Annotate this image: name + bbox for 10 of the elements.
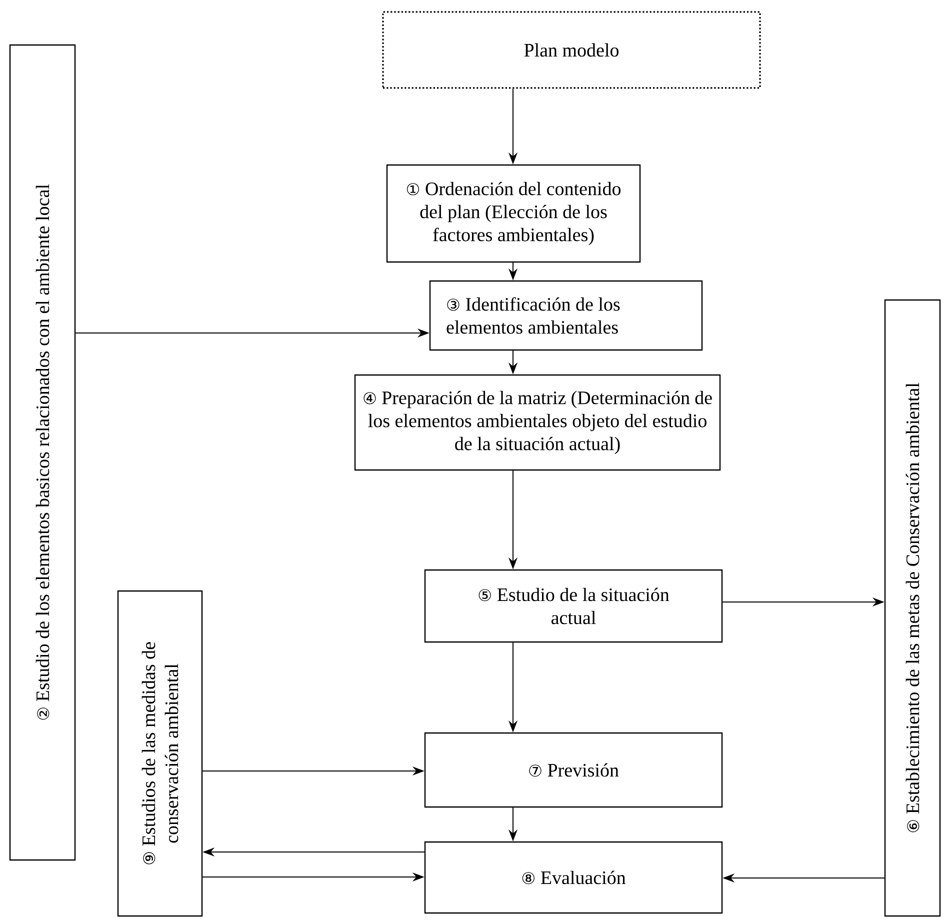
vertical-process-box: ② Estudio de los elementos basicos relacionados con el ambiente local	[9, 44, 76, 861]
process-box: ⑧ Evaluación	[424, 841, 723, 914]
process-box: ④ Preparación de la matriz (Determinación de los elementos ambientales objeto del estudio de la situación actual)	[354, 374, 721, 471]
process-box: ⑤ Estudio de la situación actual	[424, 569, 723, 643]
vertical-process-box: ⑨ Estudios de las medidas de conservación ambiental	[117, 590, 203, 917]
vertical-process-box: ⑥ Establecimiento de las metas de Conservación ambiental	[884, 299, 941, 917]
process-box: ⑦ Previsión	[424, 732, 723, 808]
dotted-box: Plan modelo	[382, 11, 761, 89]
process-box: ③ Identificación de los elementos ambientales	[429, 280, 703, 351]
process-box: ① Ordenación del contenido del plan (Elección de los factores ambientales)	[386, 164, 641, 263]
